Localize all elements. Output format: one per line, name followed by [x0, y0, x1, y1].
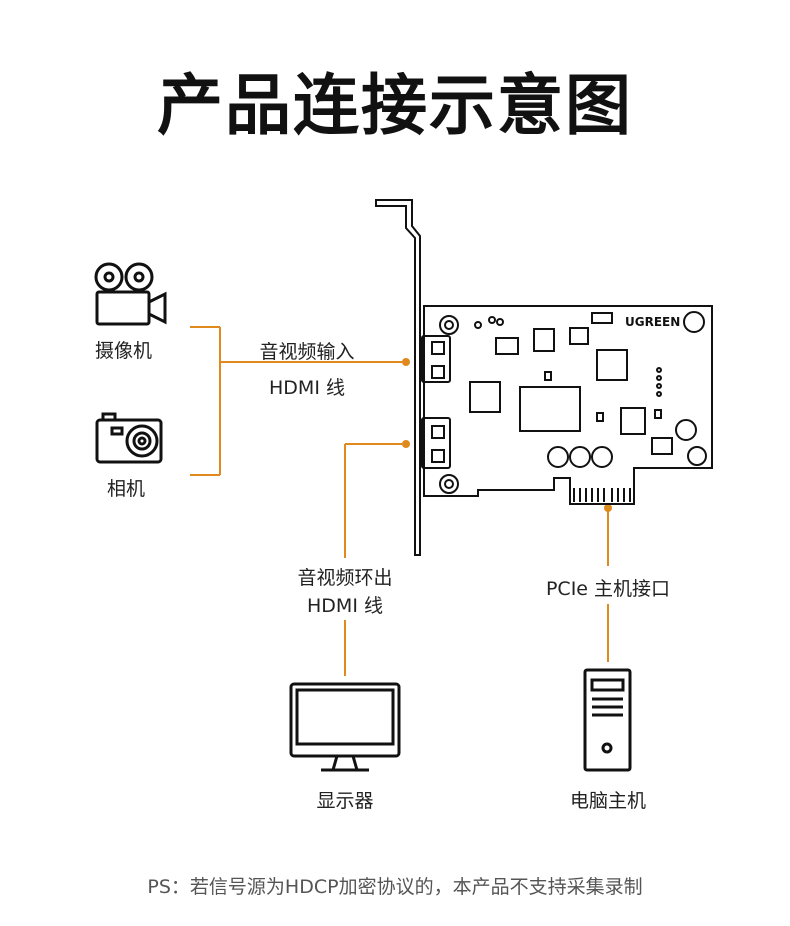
hdmi-in-dot: [402, 358, 410, 366]
capture-card: [375, 199, 713, 556]
page-title: 产品连接示意图: [157, 67, 633, 144]
camcorder-label: 摄像机: [95, 340, 153, 362]
hdmi-out-line: [344, 443, 402, 676]
input-bracket: [190, 326, 402, 476]
hdmi-out-label: 音视频环出 HDMI 线: [297, 564, 392, 620]
monitor-label: 显示器: [316, 790, 374, 812]
hdmi-out-label-line2: HDMI 线: [307, 595, 383, 617]
hdmi-in-label: 音视频输入 HDMI 线: [259, 334, 354, 406]
camera-label: 相机: [107, 478, 146, 500]
hdcp-note: PS：若信号源为HDCP加密协议的，本产品不支持采集录制: [147, 876, 643, 898]
pc-tower-icon: [583, 668, 632, 772]
hdmi-in-label-line1: 音视频输入: [259, 341, 355, 363]
monitor-icon: [289, 682, 401, 772]
camera-icon: [95, 412, 163, 464]
hdmi-in-label-line2: HDMI 线: [269, 377, 345, 399]
pcie-dot: [604, 504, 612, 512]
hdmi-out-dot: [402, 440, 410, 448]
pcie-label: PCIe 主机接口: [545, 578, 671, 600]
pc-label: 电脑主机: [569, 790, 647, 812]
camcorder-icon: [94, 262, 167, 326]
hdmi-out-label-line1: 音视频环出: [297, 567, 393, 589]
card-brand-label: UGREEN: [625, 315, 680, 329]
